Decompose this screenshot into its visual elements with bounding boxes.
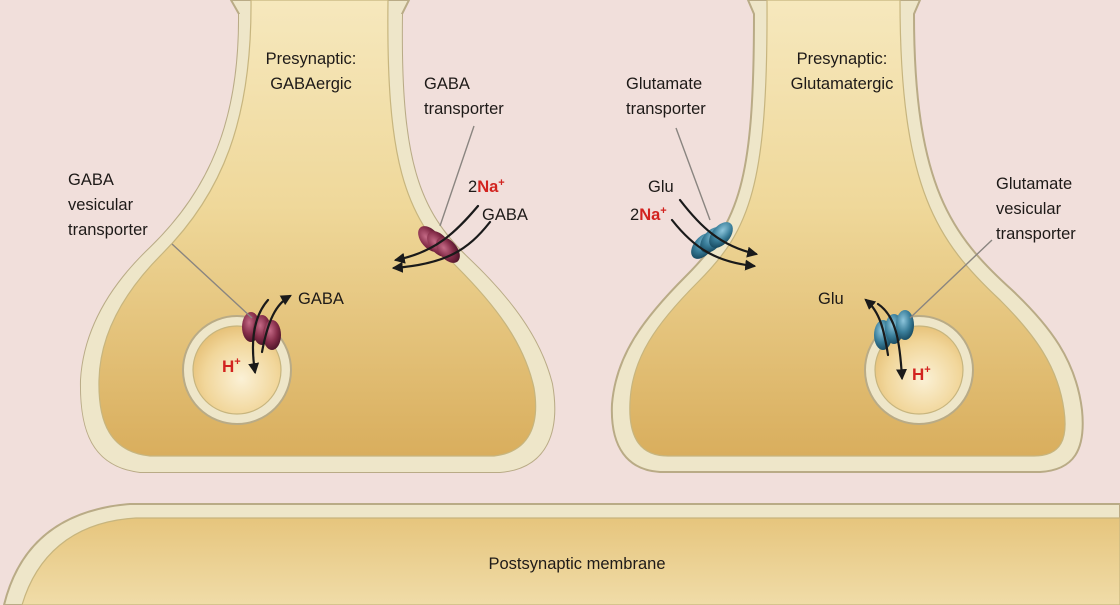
postsynaptic-membrane-interior bbox=[21, 517, 1120, 605]
glutamate-transporter-protein bbox=[691, 222, 733, 259]
glutamate-transporter-label-1: Glutamate bbox=[626, 75, 702, 93]
glutamatergic-terminal bbox=[610, 0, 1084, 473]
postsynaptic-membrane-label: Postsynaptic membrane bbox=[489, 555, 666, 573]
gaba-transporter-leader bbox=[439, 125, 475, 227]
glu-vesicular-arrow-in bbox=[876, 302, 908, 381]
glutamate-vesicular-label-2: vesicular bbox=[996, 200, 1062, 218]
gabaergic-terminal bbox=[79, 0, 556, 473]
gaba-vesicular-label-1: GABA bbox=[68, 171, 114, 189]
glutamate-transporter-leader bbox=[675, 127, 711, 221]
gaba-vesicular-label-2: vesicular bbox=[68, 196, 134, 214]
presynaptic-glu-label-1: Presynaptic: bbox=[797, 50, 888, 68]
presynaptic-gaba-label-1: Presynaptic: bbox=[266, 50, 357, 68]
glutamate-vesicular-leader bbox=[909, 239, 993, 319]
gaba-transporter-arrow-na bbox=[393, 204, 480, 264]
glu-transporter-arrow-glu bbox=[678, 198, 759, 258]
glu-vesicular-arrow-out bbox=[864, 298, 890, 357]
gaba-transporter-arrow-gaba bbox=[391, 220, 492, 273]
gaba-vesicular-arrow-in bbox=[248, 298, 270, 375]
glutamate-vesicular-glu-label: Glu bbox=[818, 290, 844, 308]
glutamate-vesicular-label-1: Glutamate bbox=[996, 175, 1072, 193]
gaba-vesicular-leader bbox=[171, 243, 253, 319]
glu-vesicle bbox=[874, 325, 964, 415]
gaba-vesicular-arrow-out bbox=[260, 294, 292, 354]
gaba-vesicular-gaba-label: GABA bbox=[298, 290, 344, 308]
gaba-vesicle-h-label: H+ bbox=[222, 356, 241, 376]
glutamate-transporter-label-2: transporter bbox=[626, 100, 706, 118]
gaba-transporter-gaba-label: GABA bbox=[482, 206, 528, 224]
glu-transporter-arrow-na bbox=[670, 218, 757, 271]
gaba-vesicle bbox=[192, 325, 282, 415]
glutamate-vesicular-label-3: transporter bbox=[996, 225, 1076, 243]
glutamate-transporter-glu-label: Glu bbox=[648, 178, 674, 196]
presynaptic-gaba-label-2: GABAergic bbox=[270, 75, 352, 93]
gaba-transporter-label-2: transporter bbox=[424, 100, 504, 118]
gaba-vesicular-label-3: transporter bbox=[68, 221, 148, 239]
gaba-transporter-label-1: GABA bbox=[424, 75, 470, 93]
presynaptic-glu-label-2: Glutamatergic bbox=[791, 75, 894, 93]
postsynaptic-cell bbox=[2, 503, 1120, 605]
glutamate-transporter-na-label: 2Na+ bbox=[630, 205, 667, 224]
glu-vesicle-h-label: H+ bbox=[912, 364, 931, 384]
gaba-transporter-na-label: 2Na+ bbox=[468, 177, 505, 196]
gabaergic-terminal-interior bbox=[98, 0, 537, 457]
